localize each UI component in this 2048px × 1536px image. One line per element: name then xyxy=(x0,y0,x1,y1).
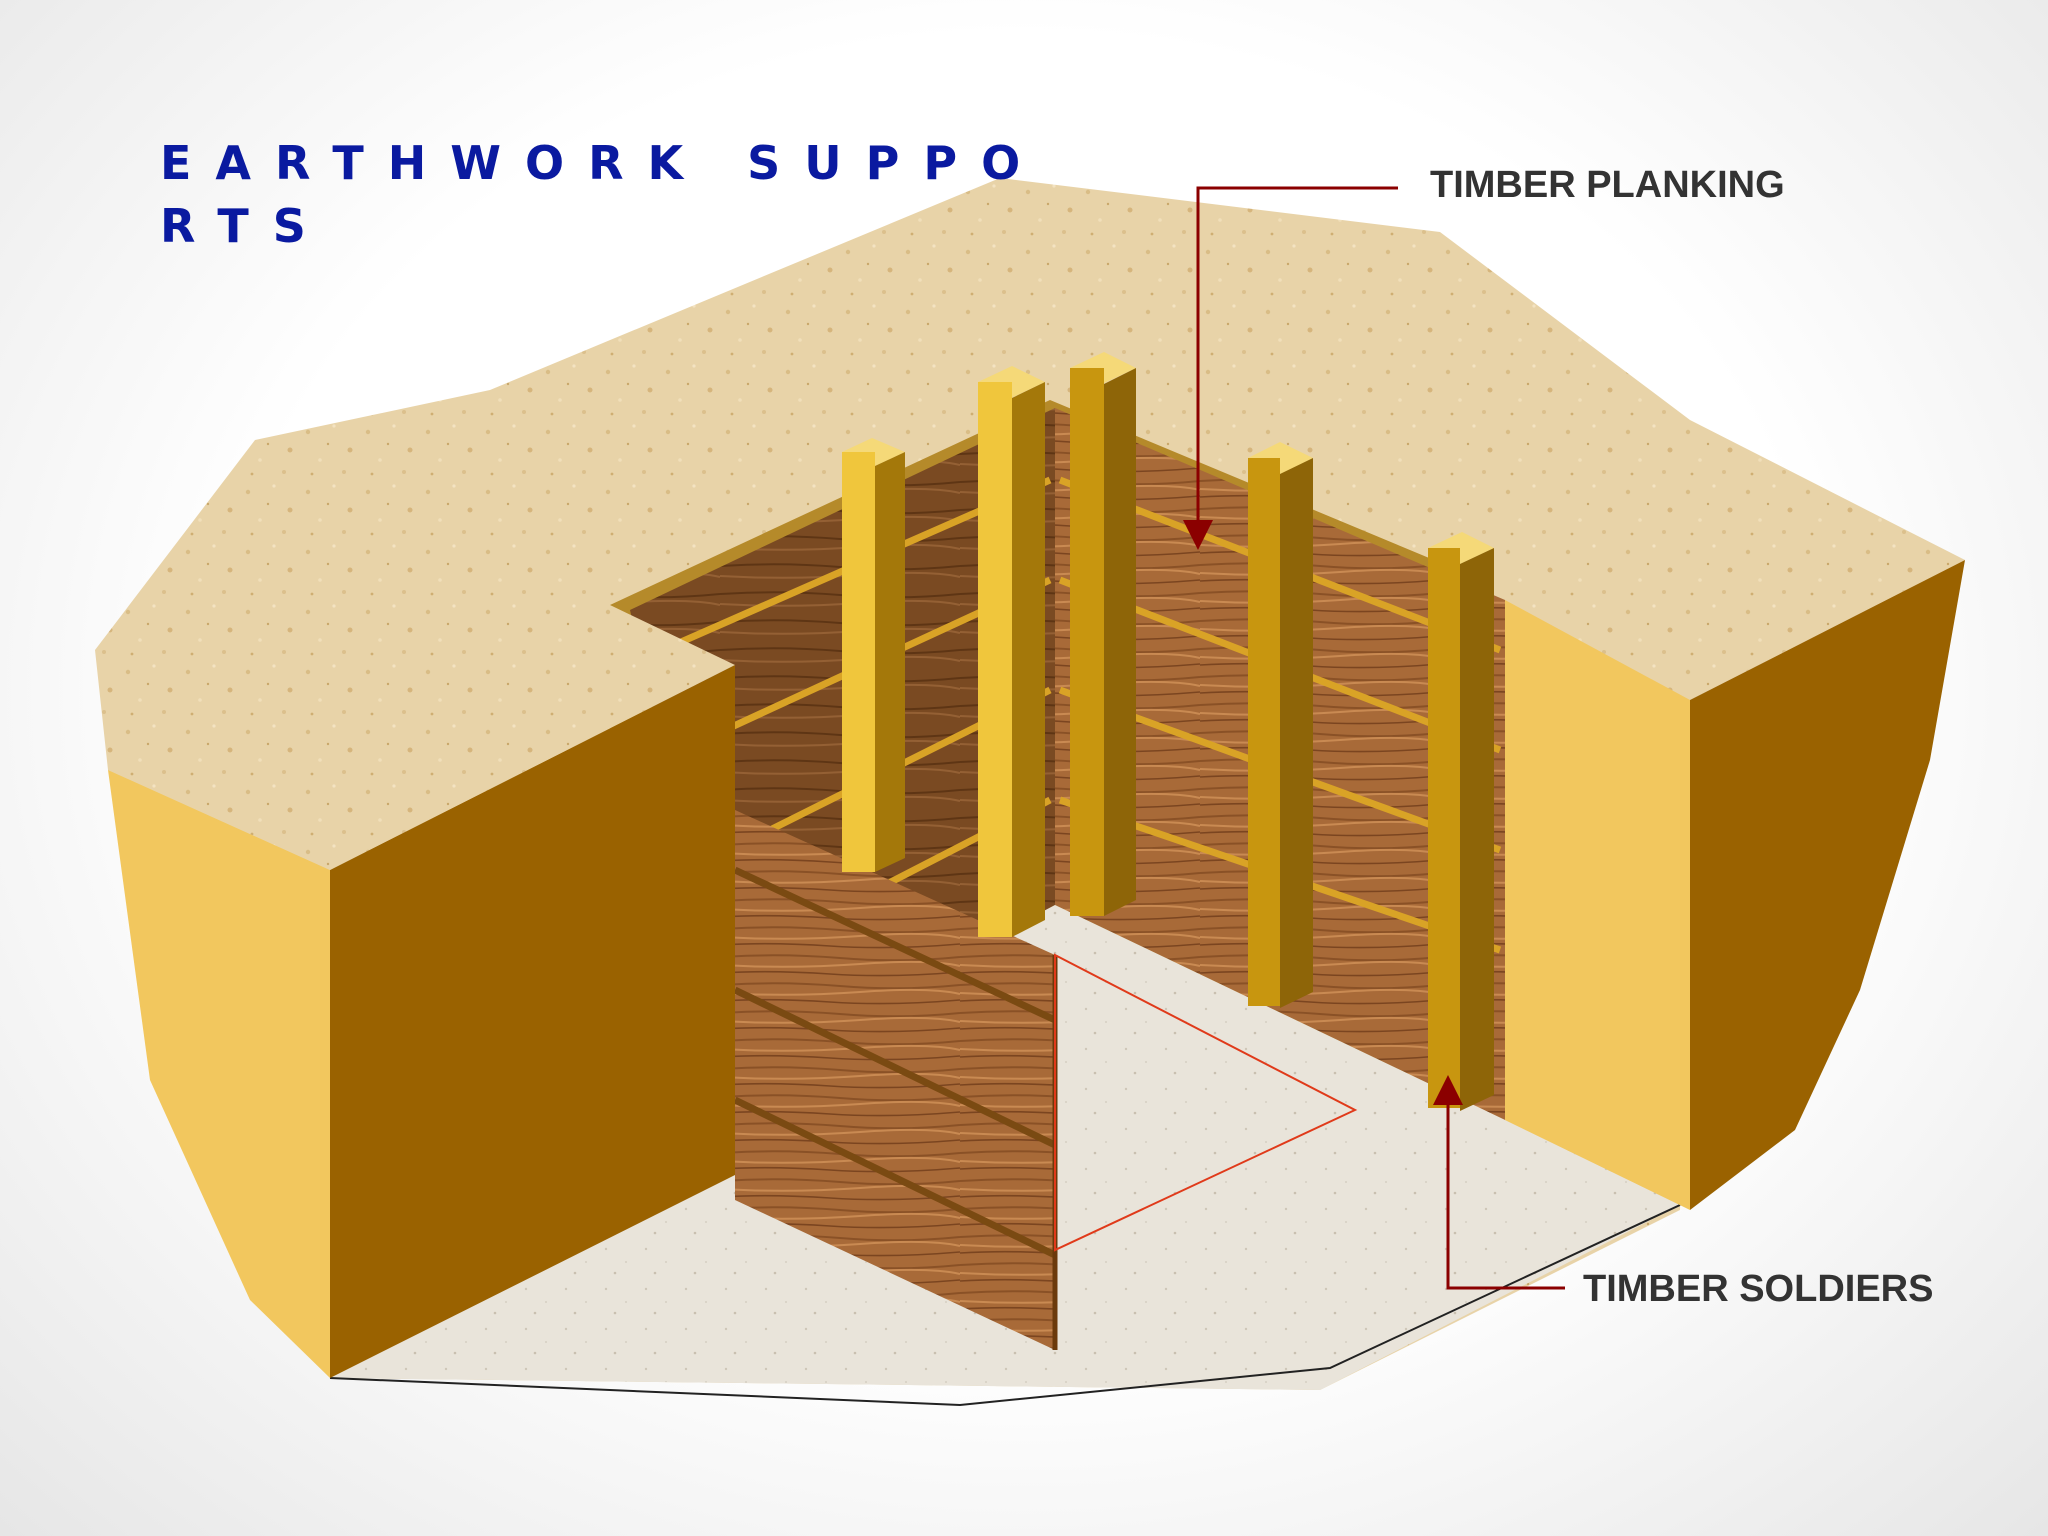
page-title-line-1: EARTHWORK SUPPO xyxy=(160,136,1045,190)
soil-top-left-notch xyxy=(108,605,735,870)
walers-front-left xyxy=(733,866,1057,1259)
label-timber-planking: TIMBER PLANKING xyxy=(1430,164,1785,206)
soil-face-left-light xyxy=(108,770,330,1378)
callout-line-planking xyxy=(1183,186,1398,550)
timber-soldier xyxy=(1248,442,1313,1008)
soil-face-right-dark xyxy=(1690,560,1965,1210)
timber-soldier xyxy=(1428,532,1494,1111)
soil-face-right-light xyxy=(1505,600,1690,1210)
soil-face-left-dark xyxy=(330,665,735,1378)
timber-soldier xyxy=(842,438,905,872)
page-title-line-2: RTS xyxy=(160,199,330,253)
floor-guide-outline xyxy=(1054,953,1358,1252)
timber-soldier xyxy=(1070,352,1136,916)
timber-soldier xyxy=(978,366,1045,937)
callout-line-soldiers xyxy=(1433,1075,1565,1290)
label-timber-soldiers: TIMBER SOLDIERS xyxy=(1583,1268,1934,1310)
